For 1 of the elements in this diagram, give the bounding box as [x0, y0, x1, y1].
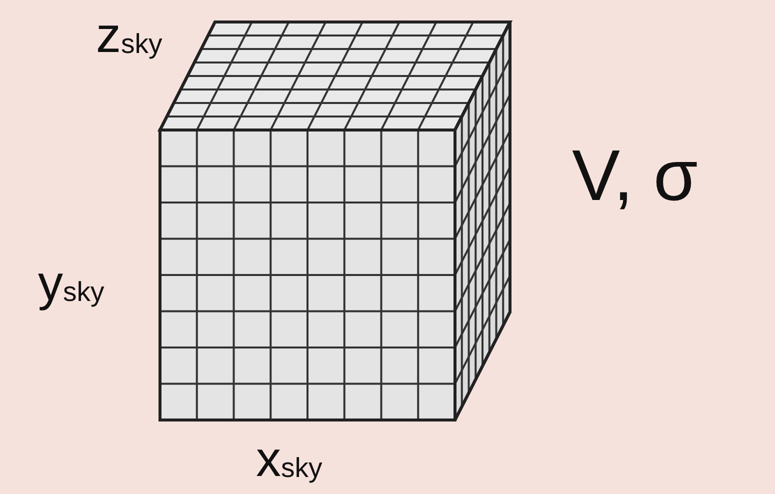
axis-label: V, σ — [572, 140, 698, 212]
